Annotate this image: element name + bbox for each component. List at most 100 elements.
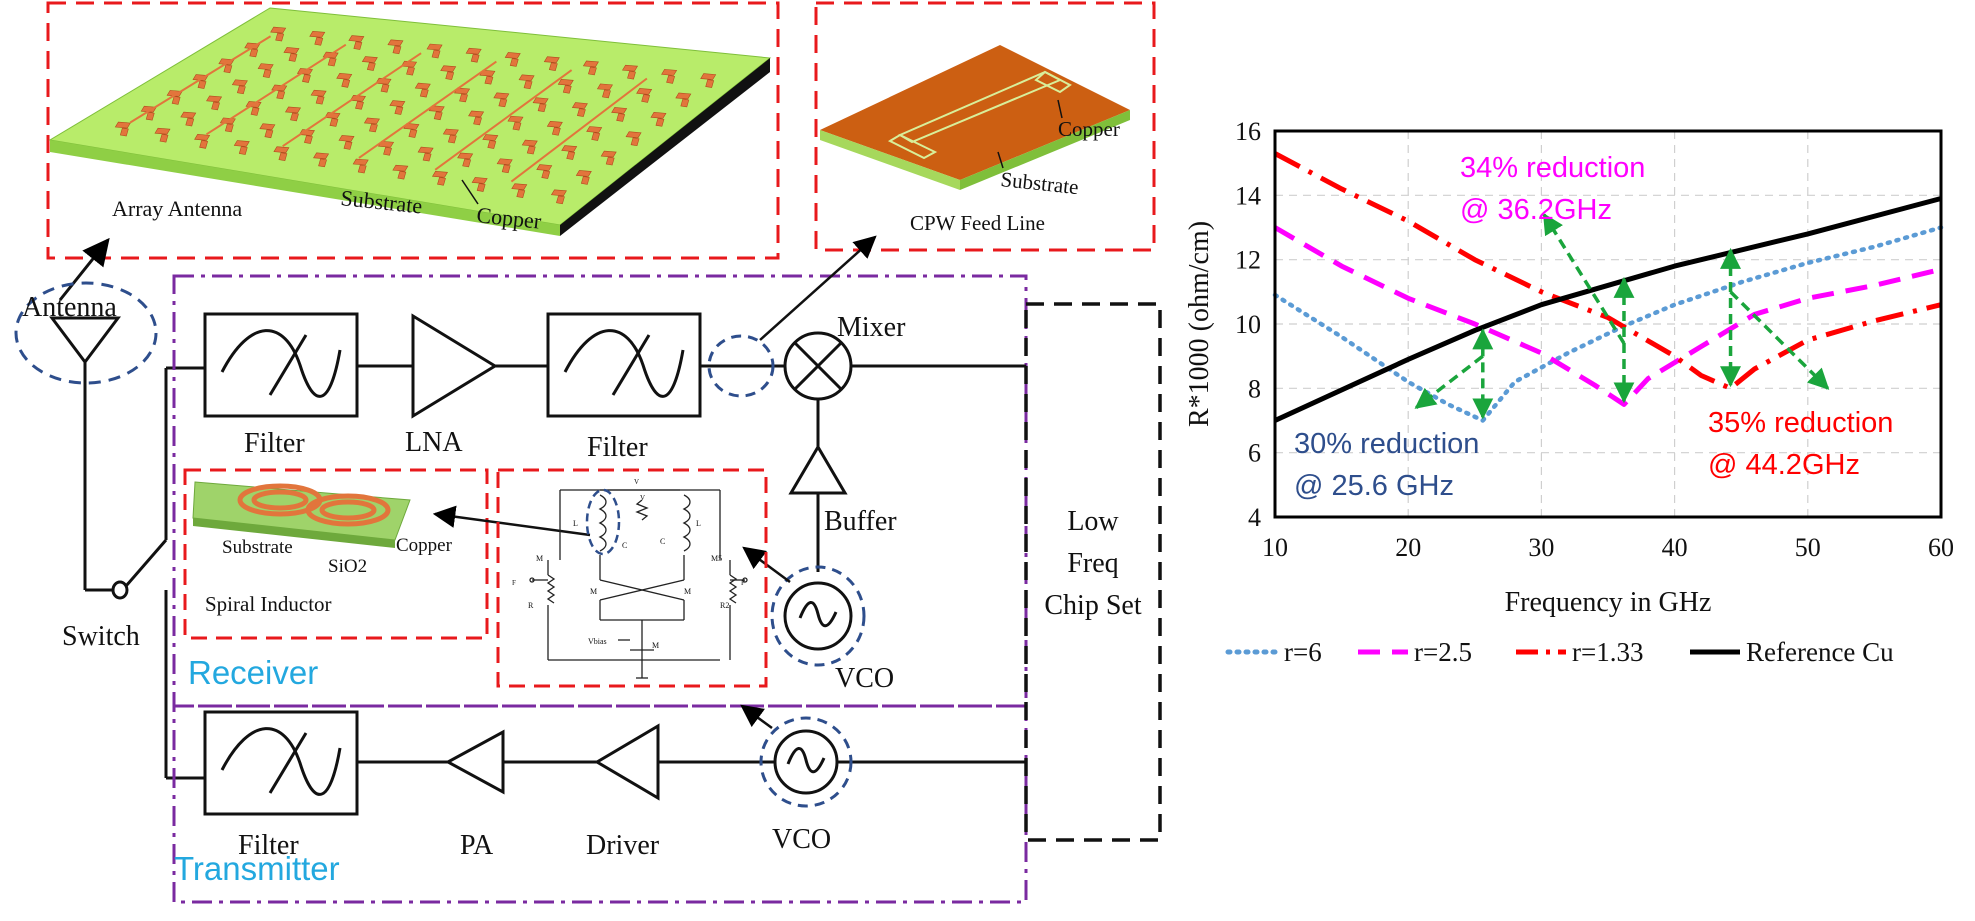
array-patch xyxy=(536,164,553,179)
array-patch xyxy=(586,126,603,141)
array-patch xyxy=(426,43,443,59)
y-tick-label: 10 xyxy=(1235,310,1261,339)
array-patch xyxy=(233,140,250,155)
array-patch xyxy=(507,115,524,131)
x-tick-label: 10 xyxy=(1262,533,1288,562)
circuit-m2: M xyxy=(684,587,691,596)
array-patch xyxy=(468,110,485,126)
spiral-copper-label: Copper xyxy=(396,535,453,556)
y-tick-label: 4 xyxy=(1248,503,1261,532)
rx-filter-1 xyxy=(203,312,359,418)
antenna-label: Antenna xyxy=(22,292,117,323)
circuit-r1: R xyxy=(528,601,534,610)
array-patch xyxy=(675,92,692,108)
array-patch xyxy=(284,106,302,122)
array-patch xyxy=(440,65,457,81)
switch-icon xyxy=(111,580,129,600)
antenna-switch xyxy=(14,237,205,780)
array-patch xyxy=(270,26,287,42)
array-patch xyxy=(336,73,353,88)
array-patch xyxy=(363,117,380,133)
x-tick-label: 20 xyxy=(1395,533,1421,562)
array-patch xyxy=(650,112,667,127)
array-feed-line xyxy=(358,60,497,159)
cpw-slot xyxy=(887,70,1072,160)
receiver-chain xyxy=(203,312,1026,651)
chart-plot-area xyxy=(1273,129,1943,519)
annotation-34-line1: 34% reduction xyxy=(1460,152,1645,184)
array-feed-line xyxy=(205,43,347,136)
array-patch xyxy=(504,52,521,67)
array-feed-line xyxy=(282,52,422,147)
array-patch xyxy=(532,97,549,113)
array-patch xyxy=(600,150,617,166)
array-patch xyxy=(557,78,574,94)
series-line-2 xyxy=(1273,151,1942,391)
array-patch xyxy=(496,158,513,174)
circuit-m1: M xyxy=(590,587,597,596)
circuit-fout1: F xyxy=(512,579,516,587)
vco-rx-highlight xyxy=(770,565,866,667)
array-patch xyxy=(561,145,578,160)
array-patch xyxy=(361,56,378,71)
transmitter-chain xyxy=(203,710,1026,816)
array-patch xyxy=(271,84,288,100)
array-patch xyxy=(611,107,628,122)
chart-reduction-arrows xyxy=(1414,212,1830,420)
array-patch xyxy=(575,170,592,185)
cpw-feed-panel: Copper Substrate CPW Feed Line xyxy=(814,1,1156,252)
circuit-r2: R2 xyxy=(720,601,729,610)
annotation-35-line2: @ 44.2GHz xyxy=(1708,449,1860,481)
array-patch xyxy=(636,88,653,103)
vco-tx-label: VCO xyxy=(772,824,831,855)
mixer-label: Mixer xyxy=(837,312,906,343)
array-patch xyxy=(114,121,131,137)
rx-filter-2 xyxy=(546,312,702,418)
array-patch xyxy=(389,100,406,115)
low-freq-chip-box xyxy=(1024,302,1162,842)
circuit-c2: C xyxy=(660,537,665,546)
pa-label: PA xyxy=(460,830,494,861)
array-patch xyxy=(582,60,599,76)
lna-label: LNA xyxy=(405,427,463,458)
array-patch xyxy=(257,63,274,78)
array-patch xyxy=(194,134,211,149)
series-line-3 xyxy=(1273,196,1942,423)
pa-triangle xyxy=(444,729,505,795)
reduction-arrow xyxy=(1542,212,1626,345)
cpw-copper-label: Copper xyxy=(1058,117,1120,141)
array-patch xyxy=(518,74,535,90)
tx-filter-label: Filter xyxy=(238,830,299,861)
array-patch xyxy=(348,35,365,50)
array-patch xyxy=(511,183,528,198)
array-patch xyxy=(521,139,538,155)
driver-triangle xyxy=(594,723,660,801)
circuit-l1: L xyxy=(573,519,578,528)
series-line-0 xyxy=(1272,225,1944,423)
x-tick-label: 60 xyxy=(1928,533,1954,562)
circuit-vout: V xyxy=(640,494,645,502)
legend-label-1: r=2.5 xyxy=(1414,637,1472,667)
array-patch xyxy=(310,89,327,105)
y-tick-label: 16 xyxy=(1235,117,1261,146)
array-patch xyxy=(700,73,717,88)
annotation-30-line1: 30% reduction xyxy=(1294,428,1479,460)
y-tick-label: 12 xyxy=(1235,246,1261,275)
array-patch xyxy=(338,135,355,150)
array-patch xyxy=(154,127,171,143)
cpw-feed-line-label: CPW Feed Line xyxy=(910,211,1045,235)
array-patch xyxy=(244,42,261,58)
array-patch xyxy=(550,189,567,205)
circuit-c1: C xyxy=(622,541,627,550)
legend-label-0: r=6 xyxy=(1284,637,1322,667)
circuit-fout2: F xyxy=(741,579,745,587)
array-feed-line xyxy=(129,35,272,124)
rx-filter-1-label: Filter xyxy=(244,428,305,459)
array-patch xyxy=(571,102,588,117)
buffer-label: Buffer xyxy=(824,506,897,537)
sio2-label: SiO2 xyxy=(328,556,367,577)
array-patch xyxy=(352,158,369,174)
